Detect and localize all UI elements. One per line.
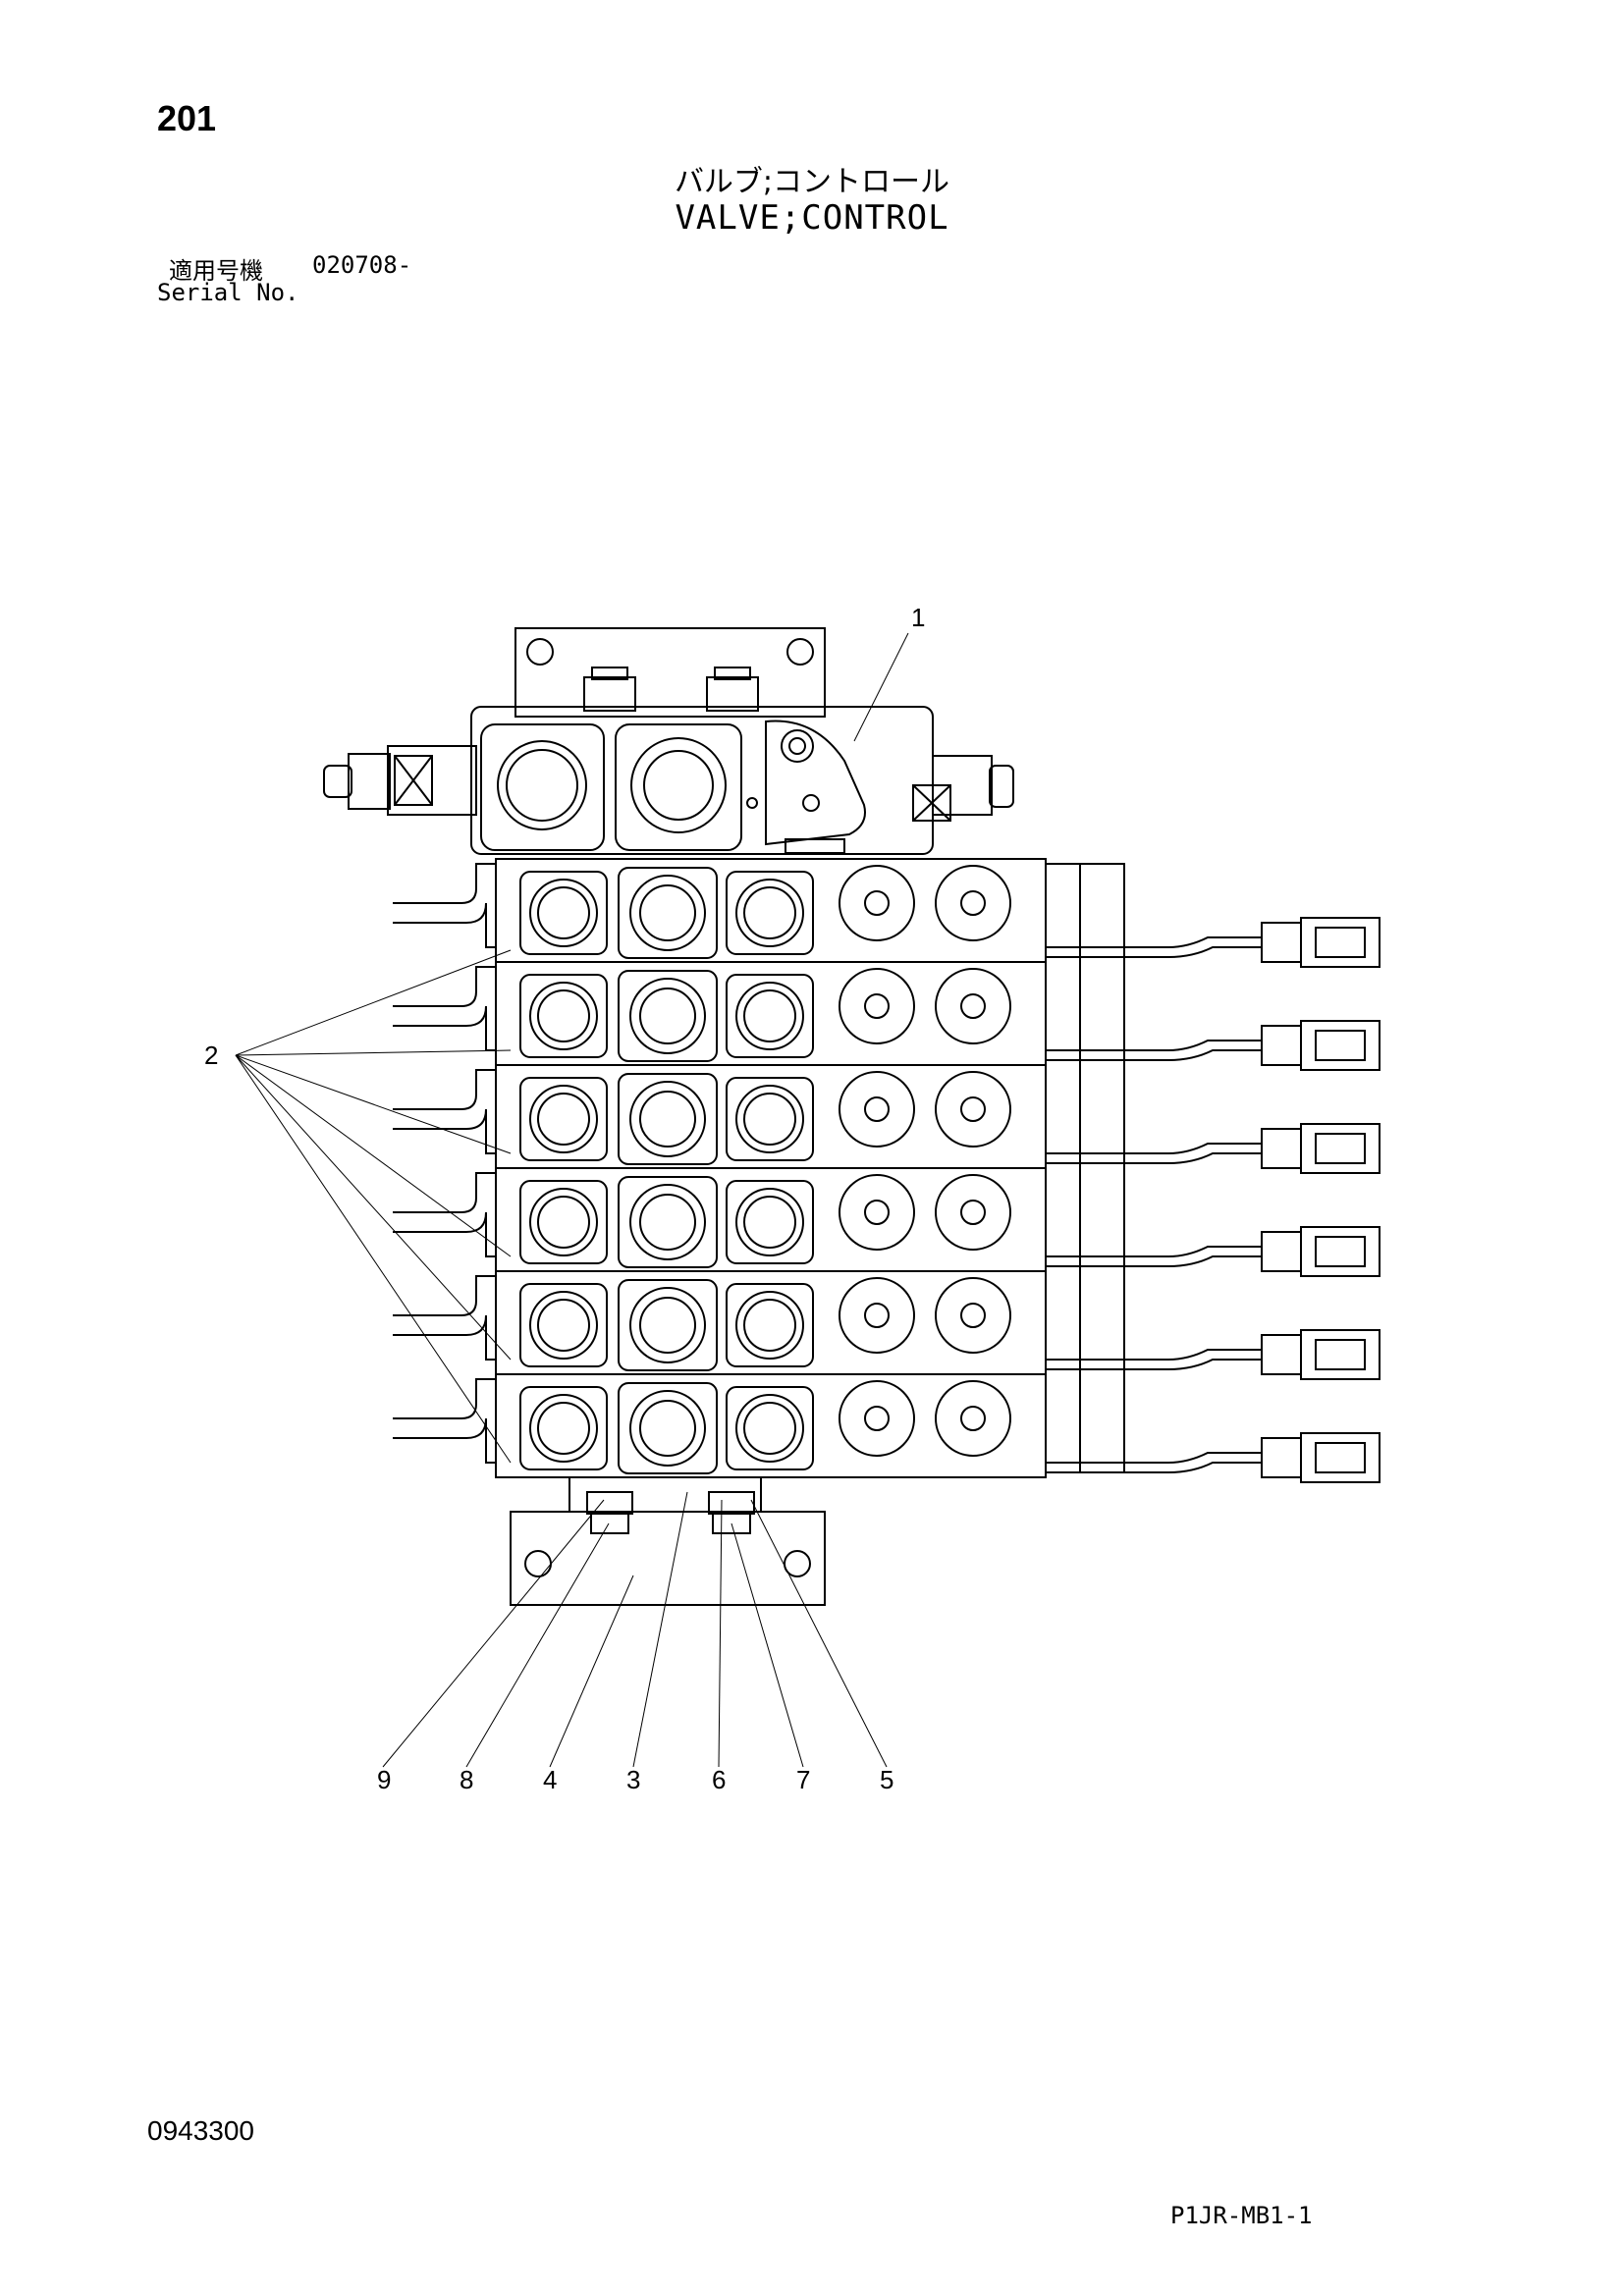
callout-3: 3: [626, 1765, 640, 1794]
callout-7: 7: [796, 1765, 810, 1794]
solenoid-coils: [839, 865, 1011, 1457]
bottom-bracket: [510, 1476, 826, 1606]
left-spool-handles: [393, 863, 496, 1464]
top-mounting-bracket: [514, 627, 826, 718]
title-english: VALVE;CONTROL: [675, 198, 949, 238]
serial-value: 020708-: [312, 251, 412, 279]
callout-labels: 1 2 9 8 4 3 6 7 5: [204, 603, 925, 1794]
callout-8: 8: [460, 1765, 473, 1794]
wiring-connectors: [1045, 863, 1380, 1483]
leader-lines: [235, 632, 909, 1768]
callout-2: 2: [204, 1041, 218, 1070]
callout-4: 4: [543, 1765, 557, 1794]
serial-label-japanese: 適用号機: [169, 257, 263, 285]
title-japanese: バルブ;コントロール: [674, 165, 950, 199]
callout-1: 1: [911, 603, 925, 632]
callout-6: 6: [712, 1765, 726, 1794]
valve-section-ports: [519, 867, 814, 1474]
document-code: 0943300: [147, 2115, 255, 2146]
page-number: 201: [157, 98, 217, 138]
inlet-section: [323, 706, 1014, 855]
valve-section-stack: [495, 858, 1047, 1478]
callout-9: 9: [377, 1765, 391, 1794]
callout-5: 5: [880, 1765, 893, 1794]
page-code: P1JR-MB1-1: [1170, 2202, 1313, 2229]
serial-label-english: Serial No.: [157, 279, 299, 306]
